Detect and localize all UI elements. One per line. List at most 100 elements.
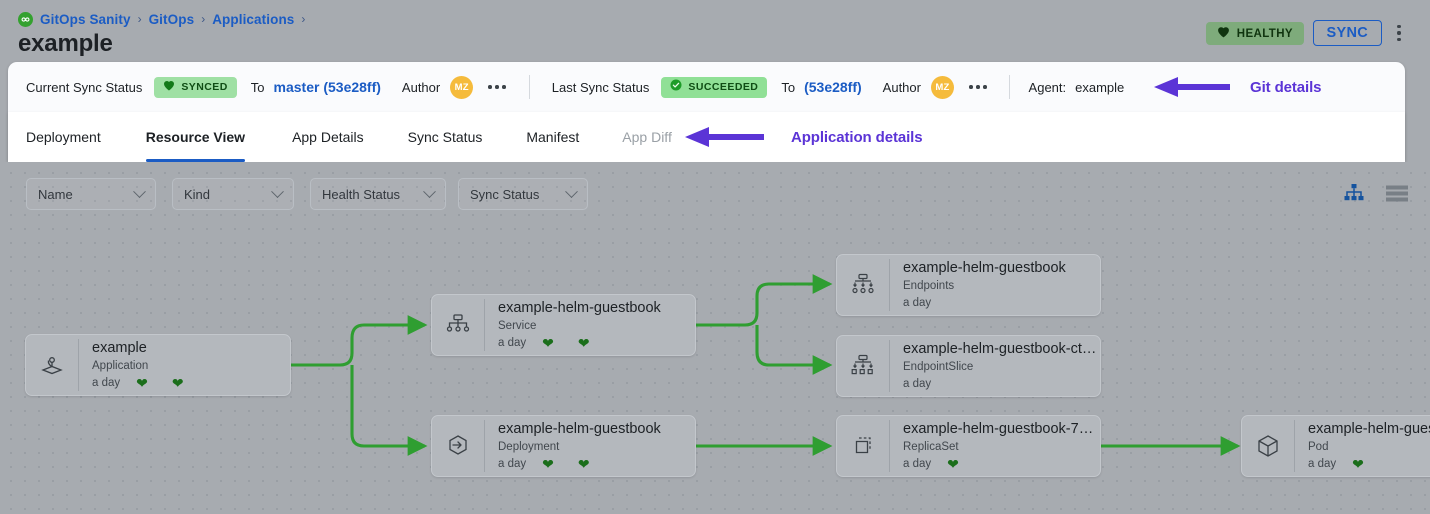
- tab-app-diff: App Diff: [622, 129, 672, 145]
- filter-health-status[interactable]: Health Status: [310, 178, 446, 210]
- status-divider: [528, 75, 530, 99]
- breadcrumb-item-gitops[interactable]: GitOps: [148, 11, 195, 27]
- node-meta: a day ❤ ❤: [92, 375, 290, 392]
- current-sync-status-text: SYNCED: [181, 81, 228, 93]
- node-kind: EndpointSlice: [903, 360, 974, 373]
- heart-icon: [163, 78, 175, 96]
- node-body: example-helm-guestbook Deployment a day …: [485, 420, 695, 473]
- filter-kind-label: Kind: [184, 186, 211, 202]
- graph-toolbar: Name Kind Health Status Sync Status: [0, 162, 1430, 222]
- node-kind: Deployment: [498, 440, 560, 453]
- filter-kind[interactable]: Kind: [172, 178, 294, 210]
- node-body: example Application a day ❤ ❤: [79, 339, 290, 392]
- node-name: example-helm-guestbook: [903, 259, 1066, 276]
- current-sync-author-label: Author: [401, 79, 441, 95]
- avatar[interactable]: MZ: [450, 75, 474, 99]
- last-sync-status-label: Last Sync Status: [551, 79, 650, 95]
- breadcrumb-item-applications[interactable]: Applications: [212, 11, 295, 27]
- node-divider: [889, 259, 890, 311]
- health-heart-icon: ❤: [136, 375, 148, 391]
- list-view-icon[interactable]: [1386, 185, 1408, 207]
- chevron-down-icon: [565, 184, 578, 198]
- node-kind: Application: [92, 359, 149, 372]
- graph-node-service[interactable]: example-helm-guestbook Service a day ❤ ❤: [431, 294, 696, 356]
- filter-sync-status[interactable]: Sync Status: [458, 178, 588, 210]
- last-sync-more-icon[interactable]: [968, 85, 987, 89]
- agent-value: example: [1075, 79, 1125, 95]
- node-meta: a day: [903, 295, 1100, 312]
- tab-deployment[interactable]: Deployment: [26, 129, 101, 145]
- check-circle-icon: [670, 78, 682, 96]
- chevron-down-icon: [271, 184, 284, 198]
- tree-view-icon[interactable]: [1344, 184, 1364, 207]
- deployment-icon: [432, 416, 484, 476]
- health-heart-icon: ❤: [542, 456, 554, 472]
- node-divider: [484, 299, 485, 351]
- node-age: a day: [92, 376, 121, 389]
- breadcrumb-separator: ›: [301, 12, 306, 26]
- node-body: example-helm-guestbook-ct… EndpointSlice…: [890, 340, 1100, 393]
- health-status-badge: HEALTHY: [1205, 22, 1304, 45]
- node-age: a day: [1308, 457, 1337, 470]
- node-name: example-helm-guestbook: [498, 420, 661, 437]
- more-options-icon[interactable]: [1390, 22, 1408, 44]
- node-divider: [889, 420, 890, 472]
- node-age: a day: [903, 377, 932, 390]
- node-body: example-helm-guestbook Endpoints a day: [890, 259, 1100, 312]
- breadcrumb-item-gitops-sanity[interactable]: GitOps Sanity: [40, 11, 131, 27]
- graph-node-endpointslice[interactable]: example-helm-guestbook-ct… EndpointSlice…: [836, 335, 1101, 397]
- endpoints-icon: [837, 255, 889, 315]
- node-age: a day: [903, 296, 932, 309]
- node-kind: Service: [498, 319, 537, 332]
- tab-bar: Deployment Resource View App Details Syn…: [8, 112, 1405, 162]
- tab-app-details[interactable]: App Details: [292, 129, 364, 145]
- sync-heart-icon: ❤: [577, 335, 590, 351]
- current-sync-status-badge: SYNCED: [154, 76, 237, 98]
- breadcrumb: GitOps Sanity › GitOps › Applications ›: [18, 9, 312, 29]
- node-body: example-helm-guestbook Service a day ❤ ❤: [485, 299, 695, 352]
- replicaset-icon: [837, 416, 889, 476]
- sync-button[interactable]: SYNC: [1312, 20, 1382, 46]
- chevron-down-icon: [423, 184, 436, 198]
- node-age: a day: [498, 336, 527, 349]
- tab-sync-status[interactable]: Sync Status: [407, 129, 483, 145]
- tab-manifest[interactable]: Manifest: [526, 129, 580, 145]
- node-name: example-helm-guestbook: [498, 299, 661, 316]
- heart-icon: [1217, 25, 1230, 43]
- node-divider: [78, 339, 79, 391]
- last-sync-status-badge: SUCCEEDED: [661, 76, 768, 98]
- view-toggle-group: [1344, 184, 1408, 207]
- current-sync-status-label: Current Sync Status: [26, 79, 143, 95]
- tab-resource-view[interactable]: Resource View: [145, 112, 246, 162]
- node-body: example-helm-guest Pod a day ❤: [1295, 420, 1430, 473]
- sync-heart-icon: ❤: [171, 375, 184, 391]
- current-sync-revision-link[interactable]: master (53e28ff): [273, 79, 381, 95]
- filter-health-status-label: Health Status: [322, 186, 401, 202]
- health-heart-icon: ❤: [1352, 456, 1364, 472]
- current-sync-to-label: To: [250, 79, 265, 95]
- node-meta: a day ❤ ❤: [498, 456, 695, 473]
- filter-name[interactable]: Name: [26, 178, 156, 210]
- node-name: example: [92, 339, 147, 356]
- graph-node-endpoints[interactable]: example-helm-guestbook Endpoints a day: [836, 254, 1101, 316]
- node-meta: a day ❤: [1308, 456, 1430, 473]
- graph-node-deployment[interactable]: example-helm-guestbook Deployment a day …: [431, 415, 696, 477]
- page-header: GitOps Sanity › GitOps › Applications › …: [0, 0, 1430, 62]
- graph-node-pod[interactable]: example-helm-guest Pod a day ❤: [1241, 415, 1430, 477]
- node-kind: Pod: [1308, 440, 1329, 453]
- graph-node-replicaset[interactable]: example-helm-guestbook-74… ReplicaSet a …: [836, 415, 1101, 477]
- current-sync-more-icon[interactable]: [488, 85, 506, 89]
- graph-node-application[interactable]: example Application a day ❤ ❤: [25, 334, 291, 396]
- last-sync-author-label: Author: [882, 79, 921, 95]
- agent-label: Agent:: [1028, 79, 1067, 95]
- node-divider: [1294, 420, 1295, 472]
- avatar[interactable]: MZ: [930, 75, 954, 99]
- resource-graph-canvas[interactable]: Name Kind Health Status Sync Status: [0, 162, 1430, 514]
- last-sync-revision-link[interactable]: (53e28ff): [804, 79, 862, 95]
- sync-status-bar: Current Sync Status SYNCED To master (53…: [8, 62, 1405, 112]
- gitops-logo-icon: [18, 11, 33, 27]
- node-kind: Endpoints: [903, 279, 955, 292]
- node-body: example-helm-guestbook-74… ReplicaSet a …: [890, 420, 1100, 473]
- health-heart-icon: ❤: [542, 335, 554, 351]
